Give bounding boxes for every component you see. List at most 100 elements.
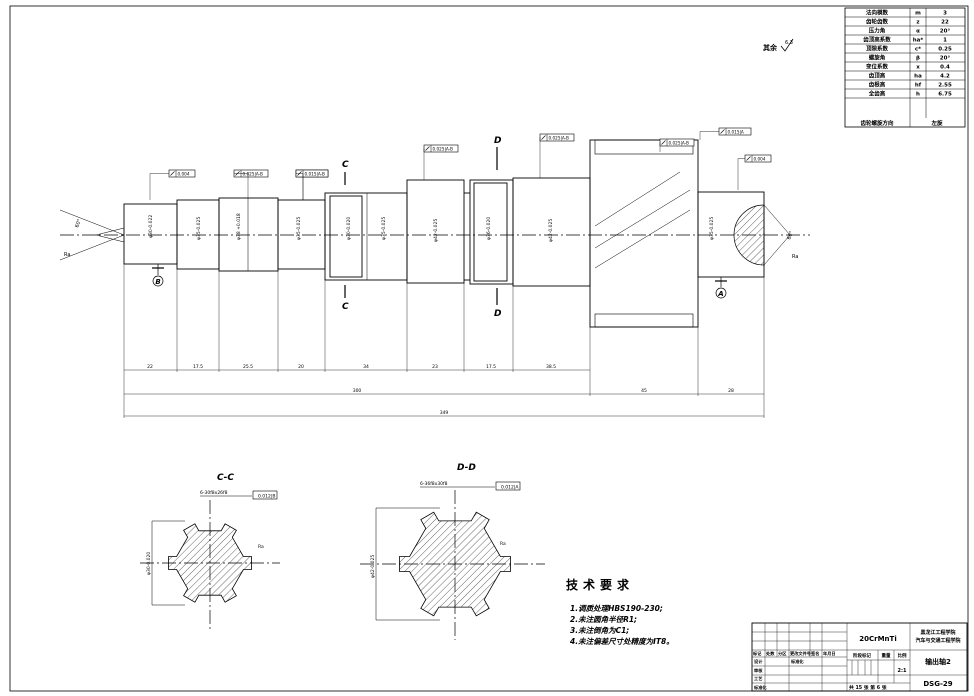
left-center-hole bbox=[95, 227, 125, 243]
svg-text:φ42-0.025: φ42-0.025 bbox=[433, 219, 439, 242]
tb-mark-label: 更改文件号 bbox=[790, 650, 811, 657]
left-cone-dim bbox=[59, 209, 125, 236]
section-dd-frame: 0.012|A bbox=[495, 481, 521, 491]
tech-req-item-1: 1.调质处理HBS190-230; bbox=[570, 604, 663, 613]
tb-mark-label: 分区 bbox=[778, 650, 787, 657]
svg-text:0.015|A: 0.015|A bbox=[728, 130, 744, 135]
svg-text:0.025|A-B: 0.025|A-B bbox=[433, 147, 454, 152]
svg-text:0.012|B: 0.012|B bbox=[258, 494, 276, 500]
svg-text:φ42-0.025: φ42-0.025 bbox=[548, 219, 554, 242]
param-name: 齿顶高系数 bbox=[863, 36, 891, 44]
param-name: 齿顶高 bbox=[869, 72, 886, 80]
datum-a-marker: A bbox=[715, 277, 727, 299]
dim-seg-1: 17.5 bbox=[193, 364, 203, 370]
param-name: 法向模数 bbox=[866, 9, 889, 17]
dim-seg-2: 25.5 bbox=[243, 364, 253, 370]
sheet-border bbox=[9, 5, 969, 692]
gdt-frame-f9: 0.004 bbox=[737, 154, 772, 190]
tb-role-label: 设计 bbox=[754, 658, 763, 665]
section-d-top: D bbox=[494, 136, 502, 146]
gdt-frame-f4: 0.015|A-B bbox=[295, 169, 329, 200]
param-value: 1 bbox=[943, 38, 947, 44]
gdt-frame-f7: 0.025|A-B bbox=[659, 138, 695, 152]
param-value: 20° bbox=[940, 56, 951, 62]
section-cc-spline: 6-30f8x26f8 bbox=[200, 490, 228, 496]
param-symbol: x bbox=[916, 65, 920, 71]
param-symbol: hf bbox=[915, 83, 922, 89]
svg-text:60°: 60° bbox=[74, 218, 83, 229]
param-value: 0.4 bbox=[940, 65, 950, 71]
gdt-frame-f6: 0.025|A-B bbox=[539, 133, 575, 178]
tb-role-label: 标准化 bbox=[790, 658, 804, 665]
tb-role-label: 标准化 bbox=[753, 684, 767, 691]
section-d-bottom: D bbox=[494, 309, 502, 319]
param-name: 齿轮齿数 bbox=[866, 18, 889, 26]
svg-text:φ36-0.020: φ36-0.020 bbox=[486, 217, 492, 240]
param-symbol: β bbox=[916, 56, 920, 62]
tb-mark-label: 签名 bbox=[810, 650, 819, 657]
svg-text:A: A bbox=[717, 290, 723, 298]
param-value: 4.2 bbox=[940, 74, 950, 80]
svg-text:φ35-0.025: φ35-0.025 bbox=[381, 217, 387, 240]
param-name-helix: 齿轮螺旋方向 bbox=[860, 119, 894, 127]
svg-text:0.004: 0.004 bbox=[754, 157, 766, 162]
param-name: 压力角 bbox=[869, 27, 886, 35]
svg-text:Ra: Ra bbox=[258, 544, 264, 550]
surface-roughness-note: 其余 6.3 bbox=[763, 38, 794, 52]
section-dd-spline: 6-36f8x30f8 bbox=[420, 481, 448, 487]
title-block: 20CrMnTi 黑龙江工程学院 汽车与交通工程学院 输出轴2 DSG-29 阶… bbox=[751, 622, 968, 692]
svg-text:0.004: 0.004 bbox=[178, 172, 190, 177]
param-symbol: z bbox=[916, 20, 919, 26]
svg-text:φ30-0.022: φ30-0.022 bbox=[148, 215, 154, 238]
dim-seg-6: 17.5 bbox=[486, 364, 496, 370]
param-value: 0.25 bbox=[938, 47, 952, 53]
svg-text:Ra: Ra bbox=[500, 541, 506, 547]
gdt-frame-f1: 0.004 bbox=[149, 169, 196, 200]
dim-seg-7: 38.5 bbox=[546, 364, 556, 370]
dim-total: 349 bbox=[440, 410, 449, 416]
param-symbol: h bbox=[916, 92, 920, 98]
param-name: 螺旋角 bbox=[869, 54, 886, 62]
shaft-profile bbox=[123, 139, 765, 328]
param-name: 齿根高 bbox=[869, 81, 886, 89]
svg-text:B: B bbox=[155, 278, 160, 286]
param-value: 6.75 bbox=[938, 92, 952, 98]
tb-mark-label: 标记 bbox=[752, 650, 762, 657]
gdt-frame-f2: 0.025|A-B bbox=[233, 169, 269, 198]
section-cc-frame: 0.012|B bbox=[252, 490, 278, 500]
svg-text:0.015|A-B: 0.015|A-B bbox=[305, 172, 326, 177]
svg-text:φ30-0.020: φ30-0.020 bbox=[346, 217, 352, 240]
svg-text:φ30-0.020: φ30-0.020 bbox=[146, 552, 152, 575]
tech-req-item-3: 3.未注倒角为C1; bbox=[570, 626, 629, 635]
param-symbol: ha* bbox=[913, 38, 924, 44]
svg-text:0.025|A-B: 0.025|A-B bbox=[669, 141, 690, 146]
section-c-top: C bbox=[342, 160, 349, 170]
stage-label: 阶段标记 bbox=[853, 652, 871, 659]
drawing-number: DSG-29 bbox=[923, 680, 952, 688]
svg-text:0.012|A: 0.012|A bbox=[501, 485, 519, 491]
dim-seg-4: 34 bbox=[363, 364, 369, 370]
param-value: 22 bbox=[941, 20, 949, 26]
dim-seg-3: 20 bbox=[298, 364, 304, 370]
svg-text:Ra: Ra bbox=[64, 252, 70, 258]
param-name: 变位系数 bbox=[866, 63, 889, 71]
sheet-count: 共 15 张 第 6 张 bbox=[849, 684, 887, 691]
svg-text:φ35-0.025: φ35-0.025 bbox=[709, 217, 715, 240]
param-symbol: α bbox=[916, 29, 920, 35]
svg-text:60°: 60° bbox=[786, 230, 795, 241]
datum-b-marker: B bbox=[152, 264, 164, 287]
technical-requirements: 技术要求 1.调质处理HBS190-230; 2.未注圆角半径R1; 3.未注倒… bbox=[566, 577, 674, 646]
svg-text:0.025|A-B: 0.025|A-B bbox=[549, 136, 570, 141]
tech-req-item-4: 4.未注偏差尺寸处精度为IT8。 bbox=[570, 637, 674, 646]
scale-value: 2:1 bbox=[898, 668, 907, 674]
svg-text:Ra: Ra bbox=[792, 254, 798, 260]
shaft-main-view: 60° Ra 60° Ra C C D D B bbox=[59, 127, 810, 328]
tb-role-label: 工艺 bbox=[754, 675, 762, 682]
school-name: 黑龙江工程学院 bbox=[920, 629, 955, 636]
param-value: 20° bbox=[940, 29, 951, 35]
department-name: 汽车与交通工程学院 bbox=[915, 637, 960, 644]
svg-text:φ35-0.025: φ35-0.025 bbox=[196, 217, 202, 240]
section-cc: C-C 6-30f8x26f8 0.012|B φ30-0.020 Ra bbox=[140, 473, 280, 630]
